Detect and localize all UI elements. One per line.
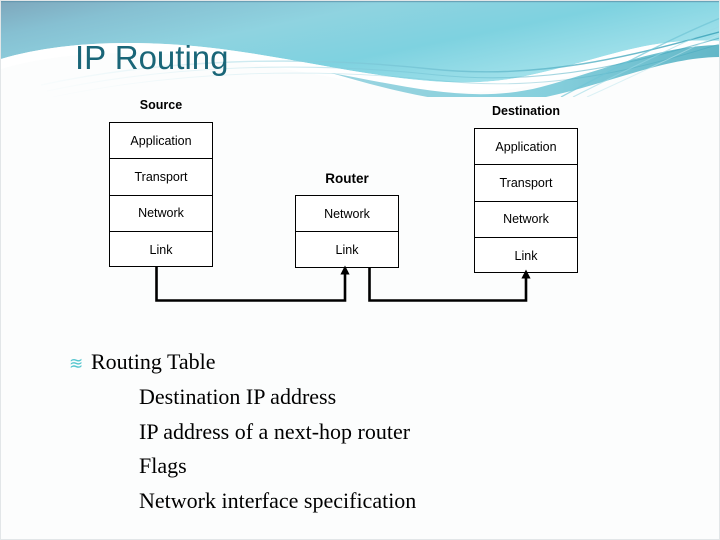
stack-router-layer-link: Link <box>335 243 359 258</box>
stack-source-layer-application: Application <box>110 123 212 160</box>
stack-label-source: Source <box>139 98 183 112</box>
stack-label-router: Router <box>325 171 369 186</box>
wave-banner-svg <box>1 1 719 97</box>
stack-source-layer-transport: Transport <box>110 159 212 196</box>
wave-banner-decoration <box>1 1 719 97</box>
list-item: IP address of a next-hop router <box>139 418 411 444</box>
routing-table-list: ≋ Routing Table Destination IP address I… <box>69 345 669 518</box>
list-item: Flags <box>139 453 187 478</box>
list-item: Network interface specification <box>139 487 417 513</box>
ribbon-bullet-icon: ≋ <box>69 354 84 374</box>
stack-destination-layer-application: Application <box>475 129 577 166</box>
stack-source-layer-network: Network <box>110 196 212 232</box>
stack-destination-layer-transport: Transport <box>475 165 577 202</box>
routing-table-fields: Destination IP address IP address of a n… <box>69 380 669 518</box>
list-item-label: Routing Table <box>91 349 216 374</box>
stack-label-destination: Destination <box>491 104 561 118</box>
stack-destination: Application Transport Network Link <box>474 128 578 273</box>
stack-destination-layer-link: Link <box>514 248 538 263</box>
list-item: Destination IP address <box>139 384 337 409</box>
stack-source: Application Transport Network Link <box>109 122 213 267</box>
stack-destination-layer-network: Network <box>475 202 577 238</box>
list-item-level1: ≋ Routing Table <box>69 345 669 379</box>
stack-router: Network Link <box>295 195 399 268</box>
page-title: IP Routing <box>75 39 229 76</box>
stack-router-layer-network: Network <box>296 196 398 233</box>
connector-source-to-router <box>155 265 350 302</box>
stack-source-layer-link: Link <box>149 242 173 257</box>
protocol-stack-diagram: Source Application Transport Network Lin… <box>1 1 719 321</box>
